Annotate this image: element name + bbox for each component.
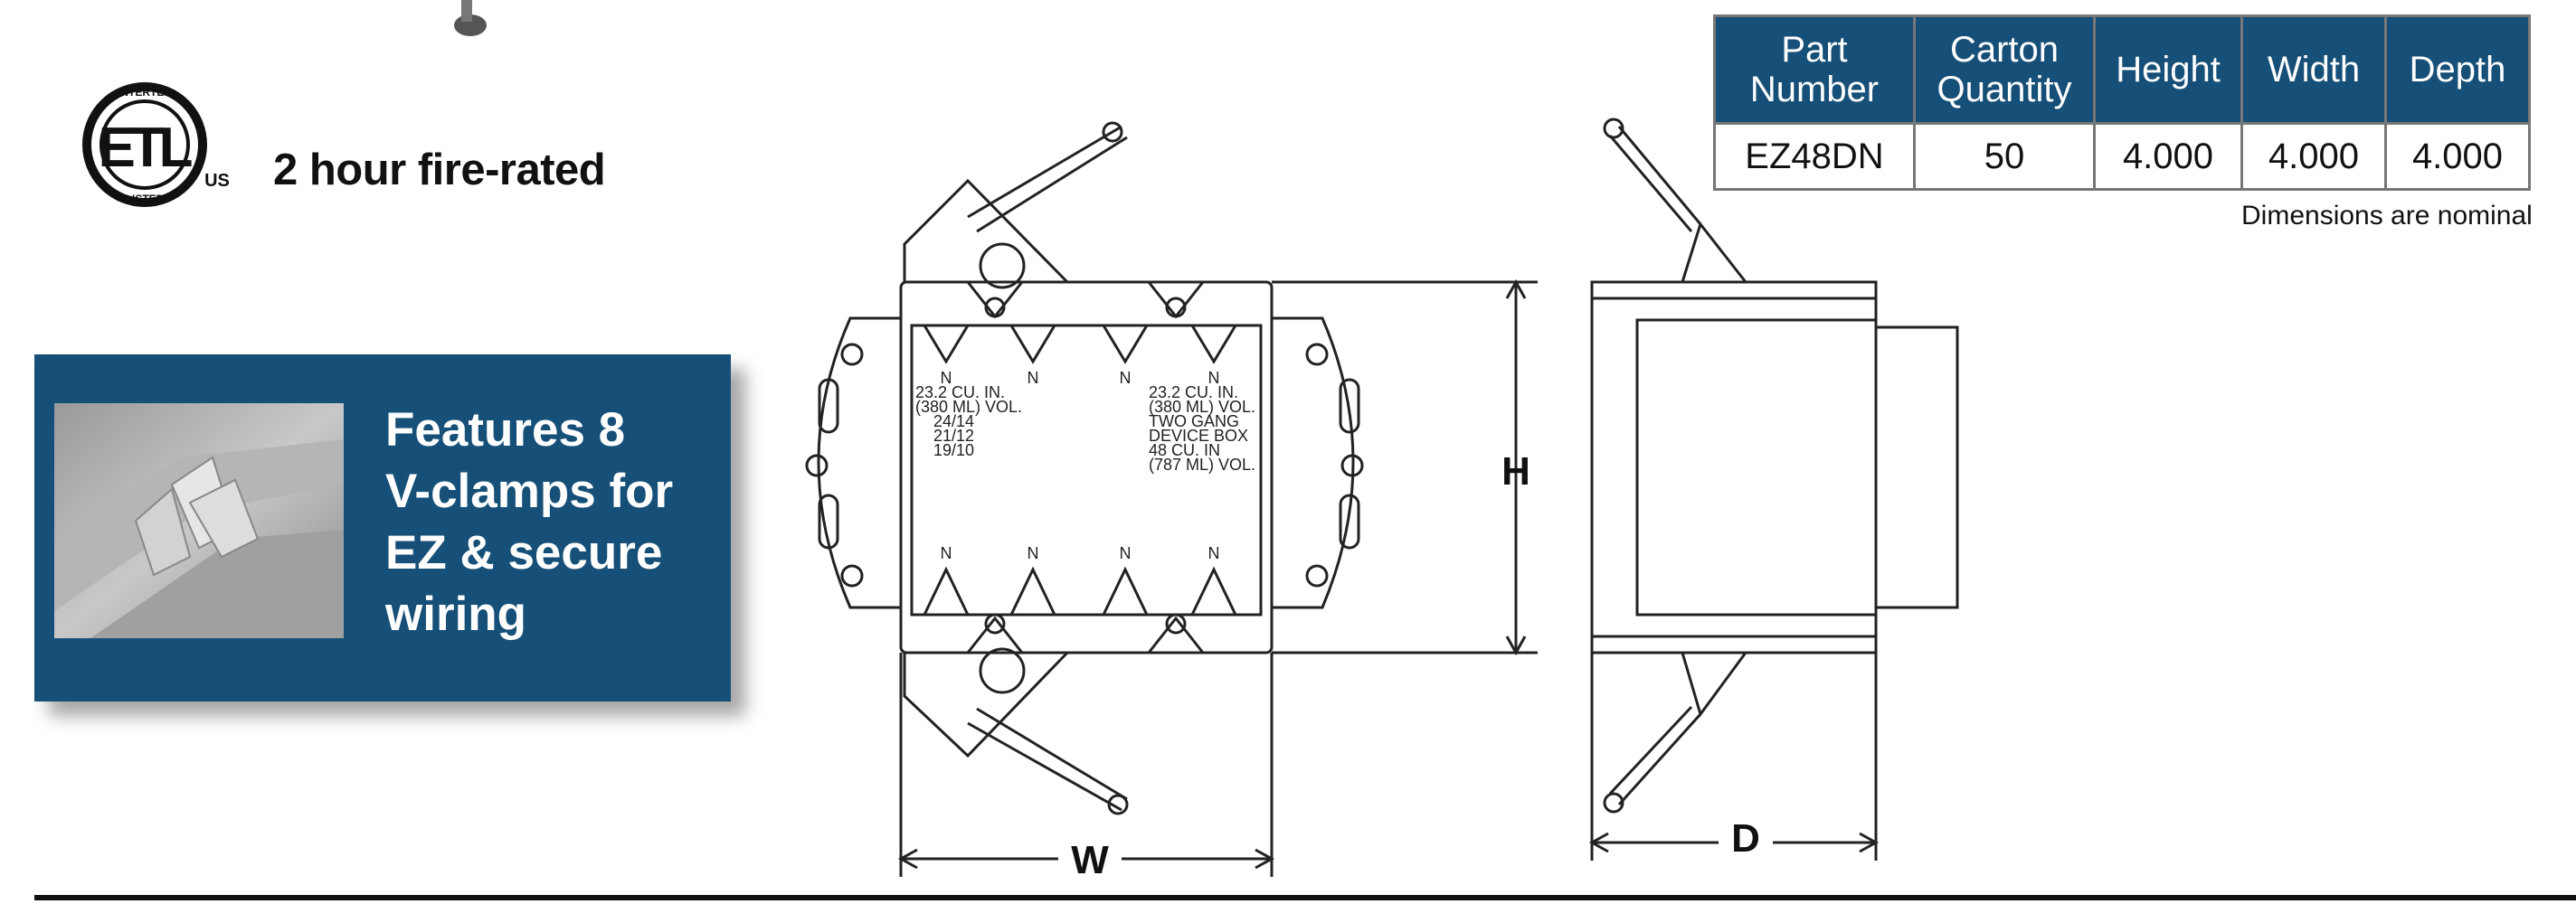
logo-bottom-text: LISTED — [126, 193, 165, 205]
clamp-mark: N — [1028, 544, 1039, 562]
cell-height: 4.000 — [2093, 122, 2243, 191]
clamp-mark: N — [941, 369, 952, 387]
side-view-body — [1590, 280, 1878, 654]
right-mounting-ear — [1270, 316, 1355, 609]
height-dimension-label: H — [1501, 449, 1530, 494]
box-outline — [899, 280, 1274, 654]
header-height: Height — [2093, 14, 2243, 125]
cell-part-number: EZ48DN — [1713, 122, 1916, 191]
width-dimension-label: W — [1071, 838, 1109, 882]
clamp-mark: N — [1120, 544, 1132, 562]
logo-suffix: US — [204, 171, 230, 191]
header-part-number: Part Number — [1713, 14, 1916, 125]
left-volume-label: 23.2 CU. IN. — [915, 383, 1005, 401]
left-volume-label: (380 ML) VOL. — [915, 398, 1022, 416]
clamp-mark: N — [941, 544, 952, 562]
logo-letters: ETL — [98, 117, 191, 179]
right-volume-label: 48 CU. IN — [1149, 441, 1220, 459]
bottom-divider — [34, 895, 2576, 900]
feature-text: Features 8 V-clamps for EZ & secure wiri… — [385, 403, 674, 641]
right-volume-label: (380 ML) VOL. — [1149, 398, 1255, 416]
right-volume-label: DEVICE BOX — [1149, 427, 1248, 445]
clamp-mark: N — [1208, 544, 1220, 562]
v-clamp-photo — [54, 403, 344, 638]
etl-listed-logo: INTERTEK LISTED ETL US — [82, 82, 230, 207]
spec-table: Part Number Carton Quantity Height Width… — [1713, 14, 2531, 191]
clamp-mark: N — [1208, 369, 1220, 387]
table-row: EZ48DN 50 4.000 4.000 4.000 — [1713, 122, 2531, 191]
dimensions-note: Dimensions are nominal — [2241, 201, 2533, 231]
right-volume-label: TWO GANG — [1149, 412, 1239, 430]
clamp-mark: N — [1028, 369, 1039, 387]
right-volume-label: 23.2 CU. IN. — [1149, 383, 1238, 401]
left-volume-label: 24/14 — [933, 412, 974, 430]
cell-carton-quantity: 50 — [1913, 122, 2096, 191]
clamp-mark: N — [1120, 369, 1132, 387]
spec-table-header-row: Part Number Carton Quantity Height Width… — [1713, 14, 2531, 125]
left-volume-label: 19/10 — [933, 441, 974, 459]
left-volume-label: 21/12 — [933, 427, 974, 445]
feature-panel: Features 8 V-clamps for EZ & secure wiri… — [34, 354, 731, 702]
logo-top-text: INTERTEK — [118, 86, 172, 99]
screw-fragment-icon — [454, 0, 487, 36]
header-width: Width — [2240, 14, 2387, 125]
header-carton-quantity: Carton Quantity — [1913, 14, 2096, 125]
left-mounting-ear — [817, 316, 903, 609]
cell-depth: 4.000 — [2384, 122, 2531, 191]
header-depth: Depth — [2384, 14, 2531, 125]
right-volume-label: (787 ML) VOL. — [1149, 456, 1255, 474]
depth-dimension-label: D — [1731, 816, 1760, 861]
fire-rating-text: 2 hour fire-rated — [273, 146, 606, 194]
cell-width: 4.000 — [2240, 122, 2387, 191]
